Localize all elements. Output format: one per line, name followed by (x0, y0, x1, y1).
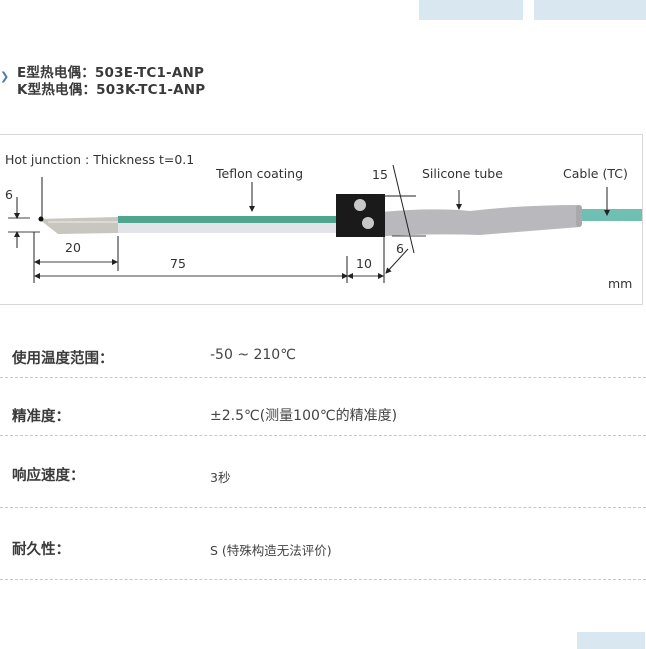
spec-value: S (特殊构造无法评价) (210, 543, 332, 558)
model-e-type: E型热电偶：503E-TC1-ANP (17, 65, 205, 81)
spec-label: 使用温度范围： (12, 351, 114, 367)
spec-value: -50 ~ 210℃ (210, 347, 296, 363)
cable-label: Cable (TC) (563, 166, 628, 181)
spec-label: 精准度： (12, 409, 70, 425)
dim-75: 75 (170, 256, 186, 271)
dim-6-left: 6 (5, 187, 13, 202)
spec-value: ±2.5℃(测量100℃的精准度) (210, 408, 398, 424)
spec-label: 耐久性： (12, 542, 70, 558)
spec-row-response-speed: 响应速度： 3秒 (0, 436, 646, 508)
dim-6-right: 6 (396, 241, 404, 256)
chevron-right-icon: ❯ (0, 70, 10, 83)
dim-15: 15 (372, 167, 388, 182)
spec-row-accuracy: 精准度： ±2.5℃(测量100℃的精准度) (0, 378, 646, 436)
thermocouple-drawing (8, 164, 642, 283)
silicone-tube-label: Silicone tube (422, 166, 503, 181)
teflon-coating-label: Teflon coating (216, 166, 304, 181)
hot-junction-label: Hot junction : Thickness t=0.1 (5, 152, 195, 167)
spec-label: 响应速度： (12, 468, 85, 484)
spec-row-durability: 耐久性： S (特殊构造无法评价) (0, 508, 646, 580)
dim-10: 10 (356, 256, 372, 271)
spec-row-temperature-range: 使用温度范围： -50 ~ 210℃ (0, 330, 646, 378)
dim-20: 20 (65, 240, 81, 255)
back-to-top-button[interactable] (577, 632, 645, 649)
unit-label: mm (608, 276, 633, 291)
top-tab-1[interactable] (419, 0, 523, 20)
dimension-diagram: Hot junction : Thickness t=0.1 Teflon co… (0, 134, 643, 305)
model-k-type: K型热电偶：503K-TC1-ANP (17, 82, 206, 98)
top-tab-2[interactable] (534, 0, 646, 20)
spec-value: 3秒 (210, 470, 231, 485)
